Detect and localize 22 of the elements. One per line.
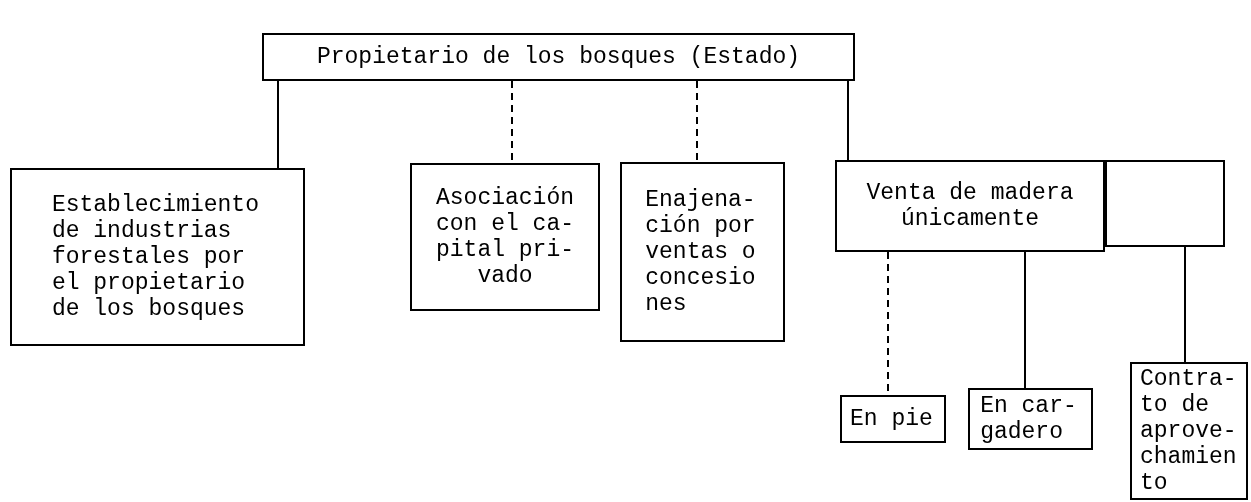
box-label: Venta de madera únicamente: [865, 180, 1075, 232]
connector-line: [696, 80, 698, 163]
text-box: [262, 33, 855, 81]
box-label: En pie: [850, 406, 934, 432]
text-box: [1130, 362, 1248, 500]
connector-line: [277, 80, 279, 169]
text-box: [10, 168, 305, 346]
box-label: Enajena- ción por ventas o concesio nes: [645, 187, 757, 317]
box-label: Establecimiento de industrias forestales por el propietario de los bosques: [51, 192, 260, 322]
connector-line: [1024, 251, 1026, 389]
box-label: Asociación con el ca- pital pri- vado: [435, 185, 575, 289]
text-box: [410, 163, 600, 311]
connector-line: [1184, 246, 1186, 363]
box-label: Contra- to de aprove- chamien to: [1140, 366, 1238, 496]
text-box: [620, 162, 785, 342]
empty-box: [1105, 160, 1225, 247]
box-label: En car- gadero: [980, 393, 1078, 445]
text-box: [835, 160, 1105, 252]
text-box: [968, 388, 1093, 450]
box-label: Propietario de los bosques (Estado): [316, 44, 801, 70]
text-box: [840, 395, 946, 443]
connector-line: [847, 80, 849, 161]
